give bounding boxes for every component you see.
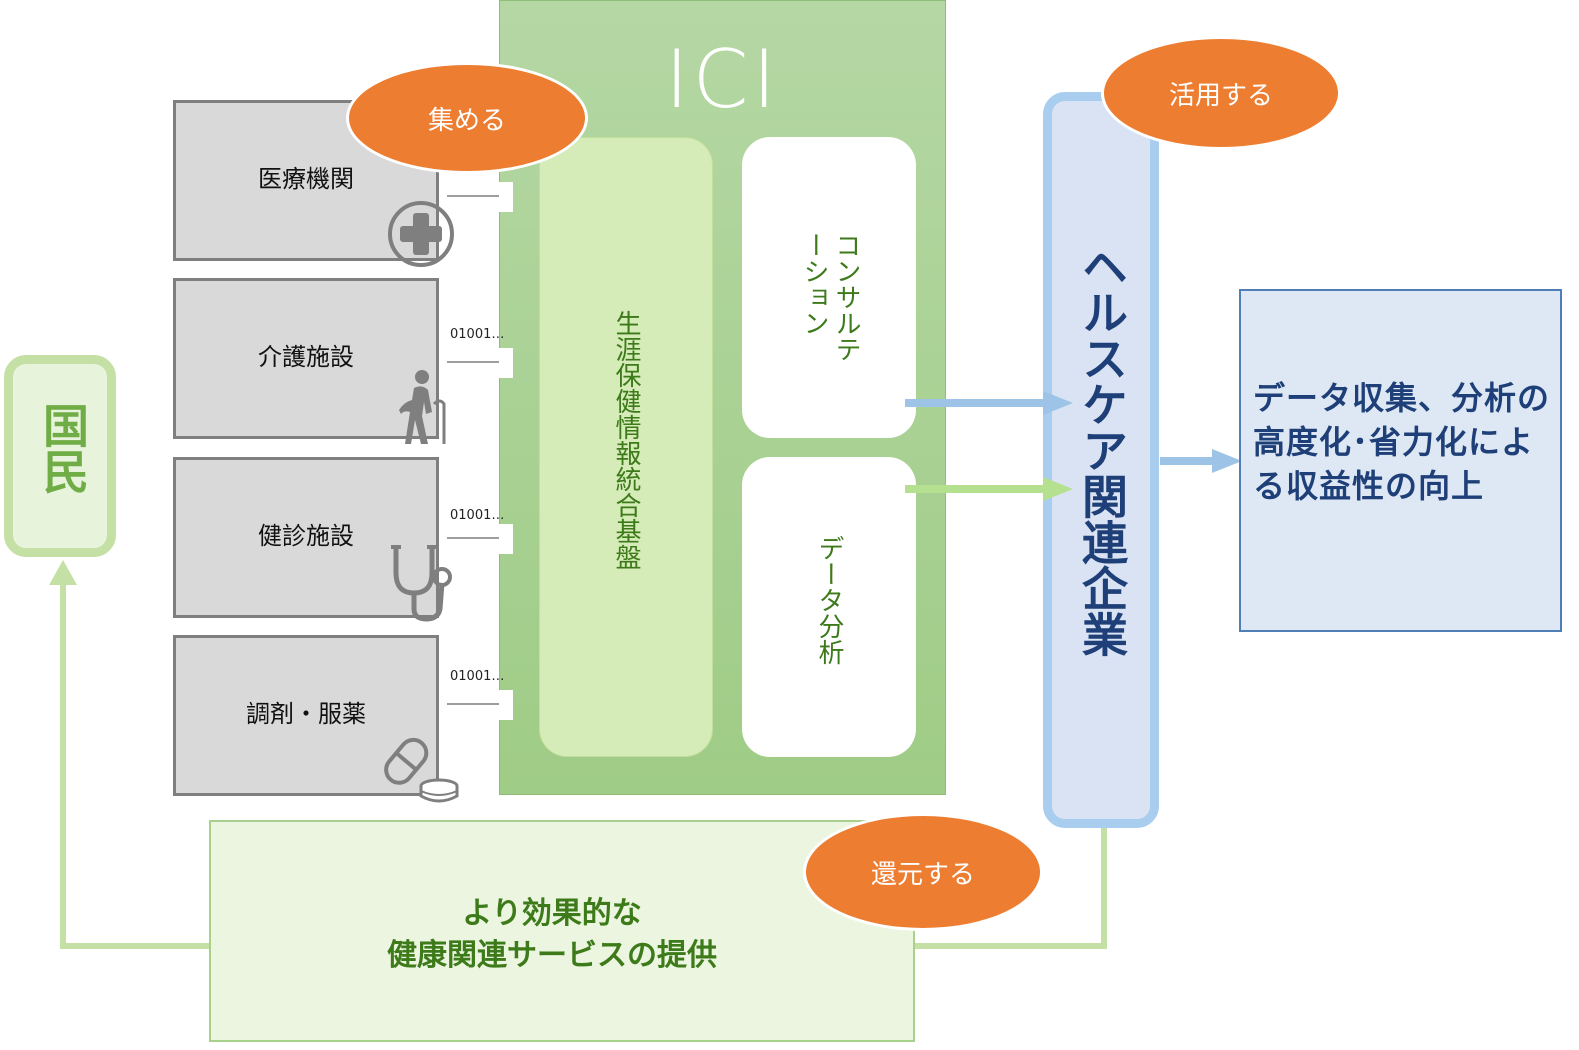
citizens-box [4,355,116,557]
consultation-label: コンサルテーション [799,232,861,362]
platform-box [539,137,713,757]
source-label-checkup: 健診施設 [258,522,354,550]
service-box [209,820,915,1042]
return-badge: 還元する [803,813,1043,931]
port-notch-1 [499,182,513,212]
port-notch-3 [499,524,513,554]
data-label-checkup: 01001… [450,508,505,523]
medical-cross-icon [388,201,454,267]
pill-icon [384,737,459,803]
data-label-pharmacy: 01001… [450,669,505,684]
source-label-medical: 医療機関 [258,165,354,193]
citizens-arrow-head [49,560,77,585]
analysis-box [742,457,916,757]
healthcare-label: ヘルスケア関連企業 [1075,243,1129,657]
consultation-box [742,137,916,438]
outcome-box [1239,289,1562,632]
citizens-label: 国民 [36,402,90,494]
elderly-person-icon [399,370,446,444]
port-notch-4 [499,690,513,720]
return-loop-line [915,828,1107,949]
source-label-care: 介護施設 [258,343,354,371]
service-label-line2: 健康関連サービスの提供 [387,938,717,973]
outcome-label: データ収集、分析の高度化･省力化による収益性の向上 [1253,379,1551,505]
source-box-checkup: 健診施設 [173,457,439,618]
healthcare-box [1043,92,1159,828]
outcome-arrow [1160,449,1242,473]
port-notch-2 [499,348,513,378]
use-badge: 活用する [1101,36,1341,150]
source-label-pharmacy: 調剤・服薬 [246,700,366,728]
analysis-arrow [905,477,1073,501]
source-box-pharmacy: 調剤・服薬 [173,635,439,796]
service-label-line1: より効果的な [462,896,642,931]
data-label-care: 01001… [450,327,505,342]
ici-title: ICI [664,33,781,126]
source-box-care: 介護施設 [173,278,439,439]
service-to-citizens-line [60,585,209,949]
platform-label: 生涯保健情報統合基盤 [611,310,641,570]
consultation-arrow [905,391,1073,415]
collect-badge: 集める [346,62,588,174]
stethoscope-icon [391,545,452,622]
analysis-label: データ分析 [814,535,844,665]
